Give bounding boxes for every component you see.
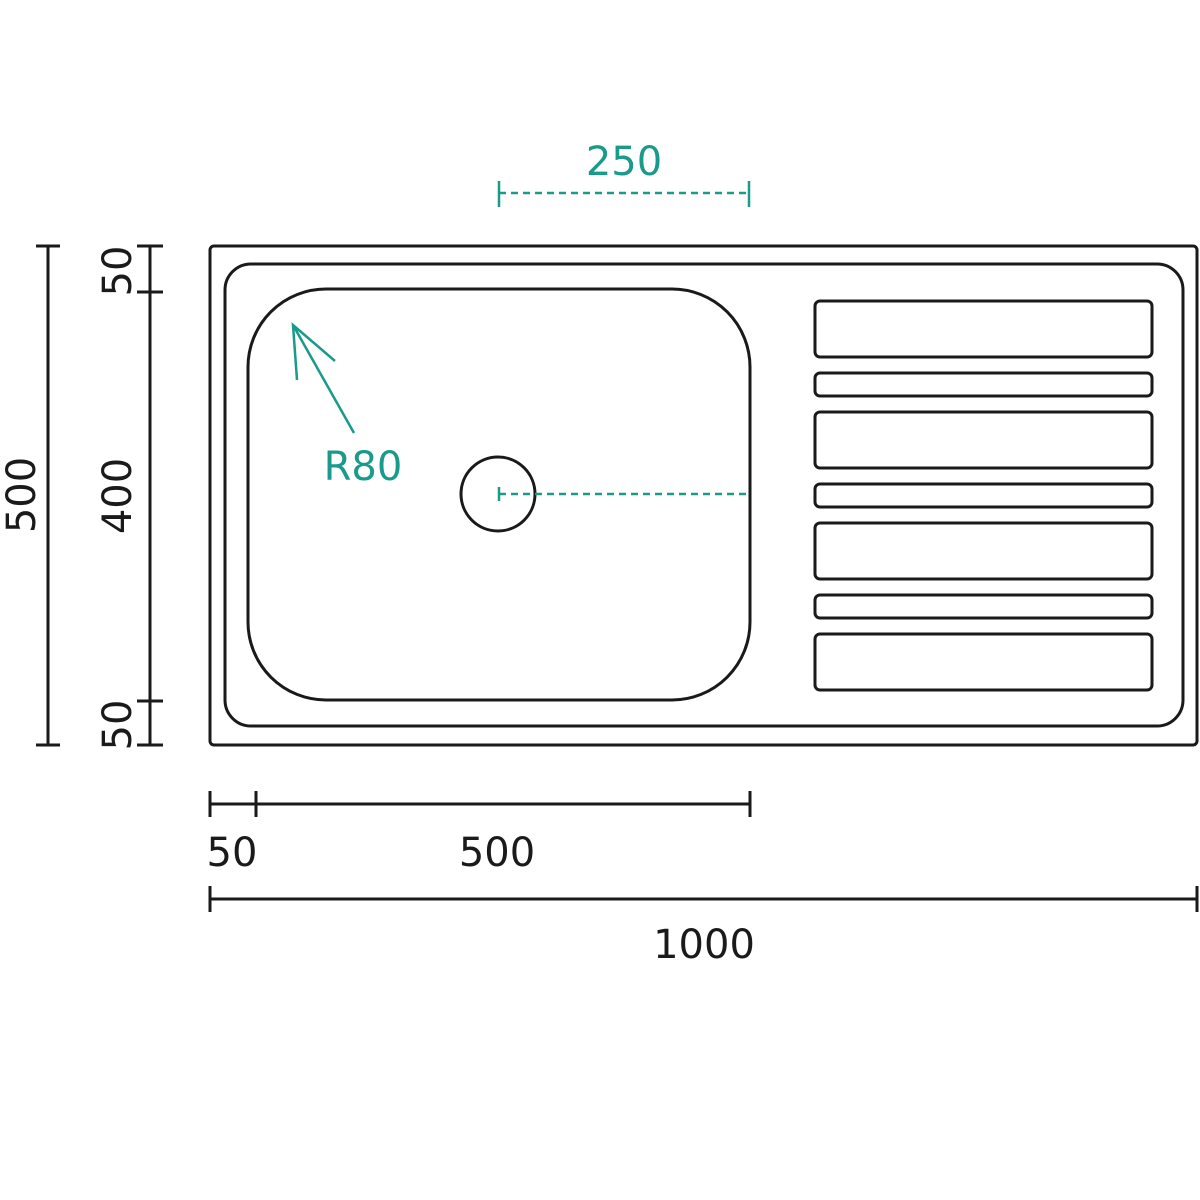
drainboard-groove [813,521,1154,581]
top-offset-label: 250 [586,139,662,185]
left-margin-label: 50 [207,830,258,876]
sink-body [208,244,1199,747]
sink-inner-rim [223,262,1185,728]
drainboard [813,299,1154,692]
drainboard-groove [813,482,1154,509]
drainboard-groove [813,410,1154,470]
left-dimensions [36,244,163,747]
total-height-label: 500 [0,457,45,533]
drainboard-groove [813,593,1154,620]
bowl-height-label: 400 [95,458,141,534]
sink-bowl [246,287,752,702]
sink-outer-edge [208,244,1199,747]
radius-arrowhead [291,322,336,381]
top-margin-label: 50 [95,246,141,297]
accent-dimensions [291,181,751,501]
bottom-margin-label: 50 [95,700,141,751]
drainboard-groove [813,299,1154,359]
radius-label: R80 [324,444,403,490]
bowl-width-label: 500 [459,830,535,876]
drainboard-groove [813,371,1154,398]
drainboard-groove [813,632,1154,692]
radius-arrow-shaft [291,324,356,434]
total-width-label: 1000 [653,922,755,968]
bottom-dimensions [208,791,1199,912]
